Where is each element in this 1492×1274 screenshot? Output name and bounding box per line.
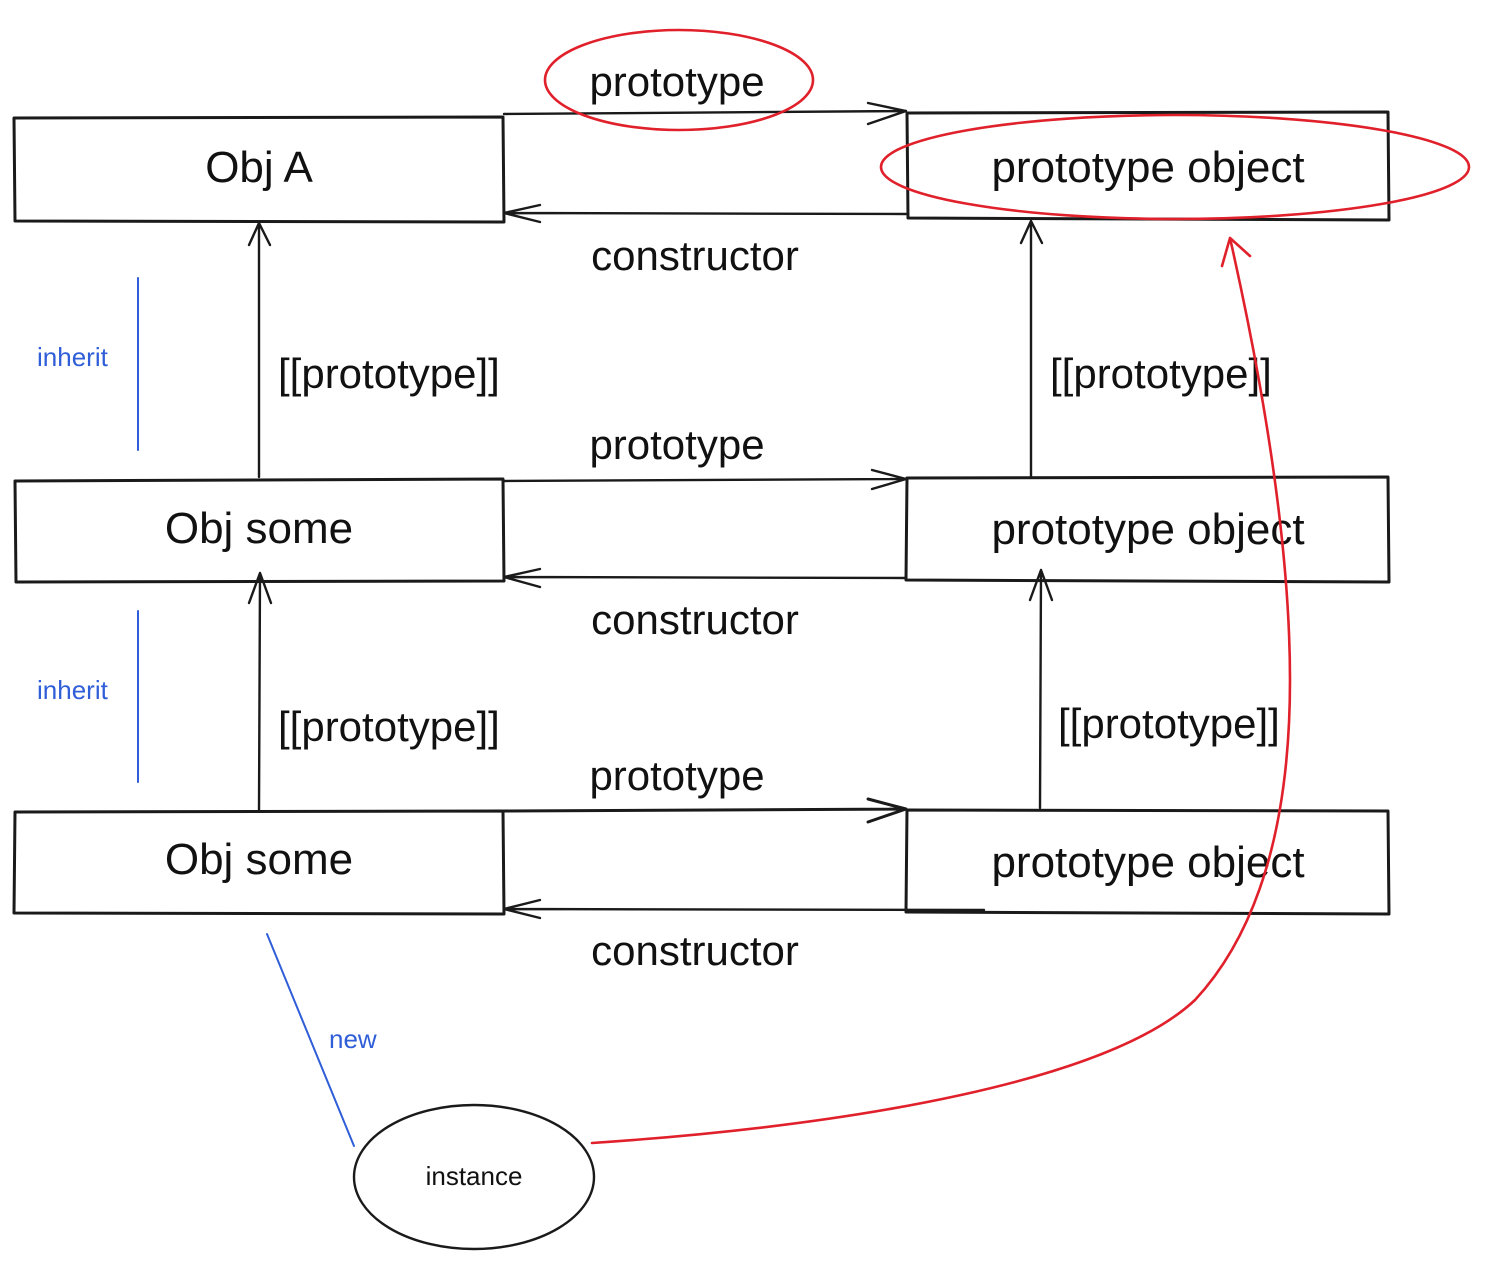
obj-some-box-2: [12, 809, 506, 916]
prototype-object-label-1: prototype object: [991, 143, 1304, 192]
constructor-link-label-2: constructor: [591, 596, 799, 643]
right-chain-label-1: [[prototype]]: [1050, 350, 1272, 397]
inherit-link-1: [[prototype]] [[prototype]] inherit: [37, 219, 1272, 479]
prototype-object-highlight-circle: [879, 113, 1471, 221]
prototype-arrow-2: [502, 468, 908, 491]
constructor-link-label-1: constructor: [591, 232, 799, 279]
row-3: Obj some prototype object prototype cons…: [12, 752, 1391, 974]
constructor-arrow-2: [502, 567, 908, 589]
constructor-arrow-1: [502, 203, 908, 224]
right-chain-label-2: [[prototype]]: [1058, 700, 1280, 747]
instance-to-prototype-arrow: [590, 236, 1292, 1145]
obj-a-label: Obj A: [205, 143, 313, 192]
instance-label: instance: [426, 1161, 523, 1191]
prototype-link-label-3: prototype: [589, 752, 764, 799]
prototype-highlight-circle: [543, 28, 815, 132]
obj-some-label-2: Obj some: [165, 835, 353, 884]
left-chain-arrow-2: [247, 571, 273, 812]
right-chain-arrow-2: [1028, 568, 1054, 810]
prototype-link-label-2: prototype: [589, 421, 764, 468]
constructor-arrow-3: [502, 898, 986, 920]
obj-a-box: [12, 115, 506, 224]
instance-group: new instance: [266, 933, 596, 1251]
row-2: Obj some prototype object prototype cons…: [13, 421, 1391, 643]
prototype-object-box-1: [905, 110, 1391, 222]
inherit-link-2: [[prototype]] [[prototype]] inherit: [37, 568, 1280, 812]
constructor-link-label-3: constructor: [591, 927, 799, 974]
new-link-line: [266, 933, 355, 1147]
row-1: Obj A prototype object prototype constru…: [12, 58, 1391, 279]
new-label: new: [329, 1024, 377, 1054]
left-chain-label-2: [[prototype]]: [278, 703, 500, 750]
prototype-link-label-1: prototype: [589, 58, 764, 105]
highlight-annotations: [543, 28, 1471, 1145]
inherit-label-1: inherit: [37, 342, 109, 372]
prototype-object-box-2: [904, 475, 1391, 584]
prototype-arrow-3: [502, 797, 908, 824]
prototype-object-label-3: prototype object: [991, 838, 1304, 887]
right-chain-arrow-1: [1019, 219, 1044, 479]
obj-some-label-1: Obj some: [165, 504, 353, 553]
left-chain-label-1: [[prototype]]: [278, 350, 500, 397]
obj-some-box-1: [13, 477, 506, 584]
inherit-label-2: inherit: [37, 675, 109, 705]
instance-node: [352, 1103, 596, 1251]
prototype-object-label-2: prototype object: [991, 505, 1304, 554]
left-chain-arrow-1: [247, 221, 272, 479]
prototype-arrow-1: [502, 101, 908, 126]
prototype-object-box-3: [904, 808, 1391, 916]
